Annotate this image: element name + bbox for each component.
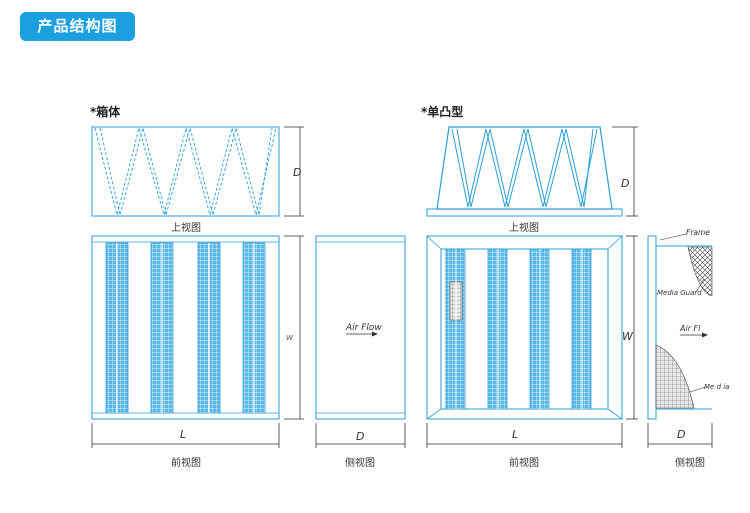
box-type-group: *箱体 D 上视图 (90, 104, 406, 469)
flange-media-grid (655, 344, 695, 409)
section-title-badge: 产品结构图 (20, 12, 135, 41)
box-side-view-caption: 侧视图 (345, 456, 375, 469)
flange-dim-width: W (622, 330, 634, 343)
box-air-flow-label: Air Flow (345, 323, 382, 333)
single-flange-title: *单凸型 (421, 104, 463, 119)
box-dim-depth-side: D (356, 430, 364, 443)
flange-air-flow-arrow (702, 332, 708, 338)
flange-air-flow-label: Air Fl (679, 324, 701, 333)
single-flange-group: *单凸型 D 上视图 (421, 104, 729, 469)
box-type-title: *箱体 (90, 104, 121, 119)
box-air-flow-arrow (372, 331, 378, 337)
flange-dim-depth-top: D (621, 177, 629, 190)
flange-top-view-caption: 上视图 (509, 221, 539, 234)
flange-side-view-caption: 侧视图 (675, 456, 705, 469)
flange-top-view-pleats (451, 128, 598, 208)
flange-dim-length: L (512, 428, 518, 441)
section-title: 产品结构图 (37, 17, 118, 35)
flange-front-view: W L 前视图 (426, 235, 638, 469)
box-dim-depth-top: D (293, 166, 301, 179)
box-dim-length: L (180, 428, 186, 441)
flange-top-view: D 上视图 (426, 126, 638, 234)
flange-frame-label: Frame (686, 228, 710, 237)
flange-front-view-caption: 前视图 (509, 456, 539, 469)
box-front-view-caption: 前视图 (171, 456, 201, 469)
flange-filter-packs (445, 248, 592, 410)
box-top-view-caption: 上视图 (171, 221, 201, 234)
box-top-view: D 上视图 (91, 126, 304, 234)
box-filter-packs (105, 242, 266, 414)
flange-media-label: Me d ia (704, 383, 729, 391)
box-front-view: W L 前视图 (91, 235, 304, 469)
flange-media-guard-hatch (687, 246, 713, 297)
flange-dim-depth-side: D (677, 428, 685, 441)
flange-media-guard-label: Media Guard (657, 289, 702, 297)
flange-side-view: Frame Media Guard Air Fl Me d ia D 侧视图 (647, 228, 729, 469)
box-top-view-pleats (94, 126, 277, 217)
box-side-view: Air Flow D 侧视图 (315, 235, 406, 469)
box-dim-width: W (286, 334, 294, 342)
